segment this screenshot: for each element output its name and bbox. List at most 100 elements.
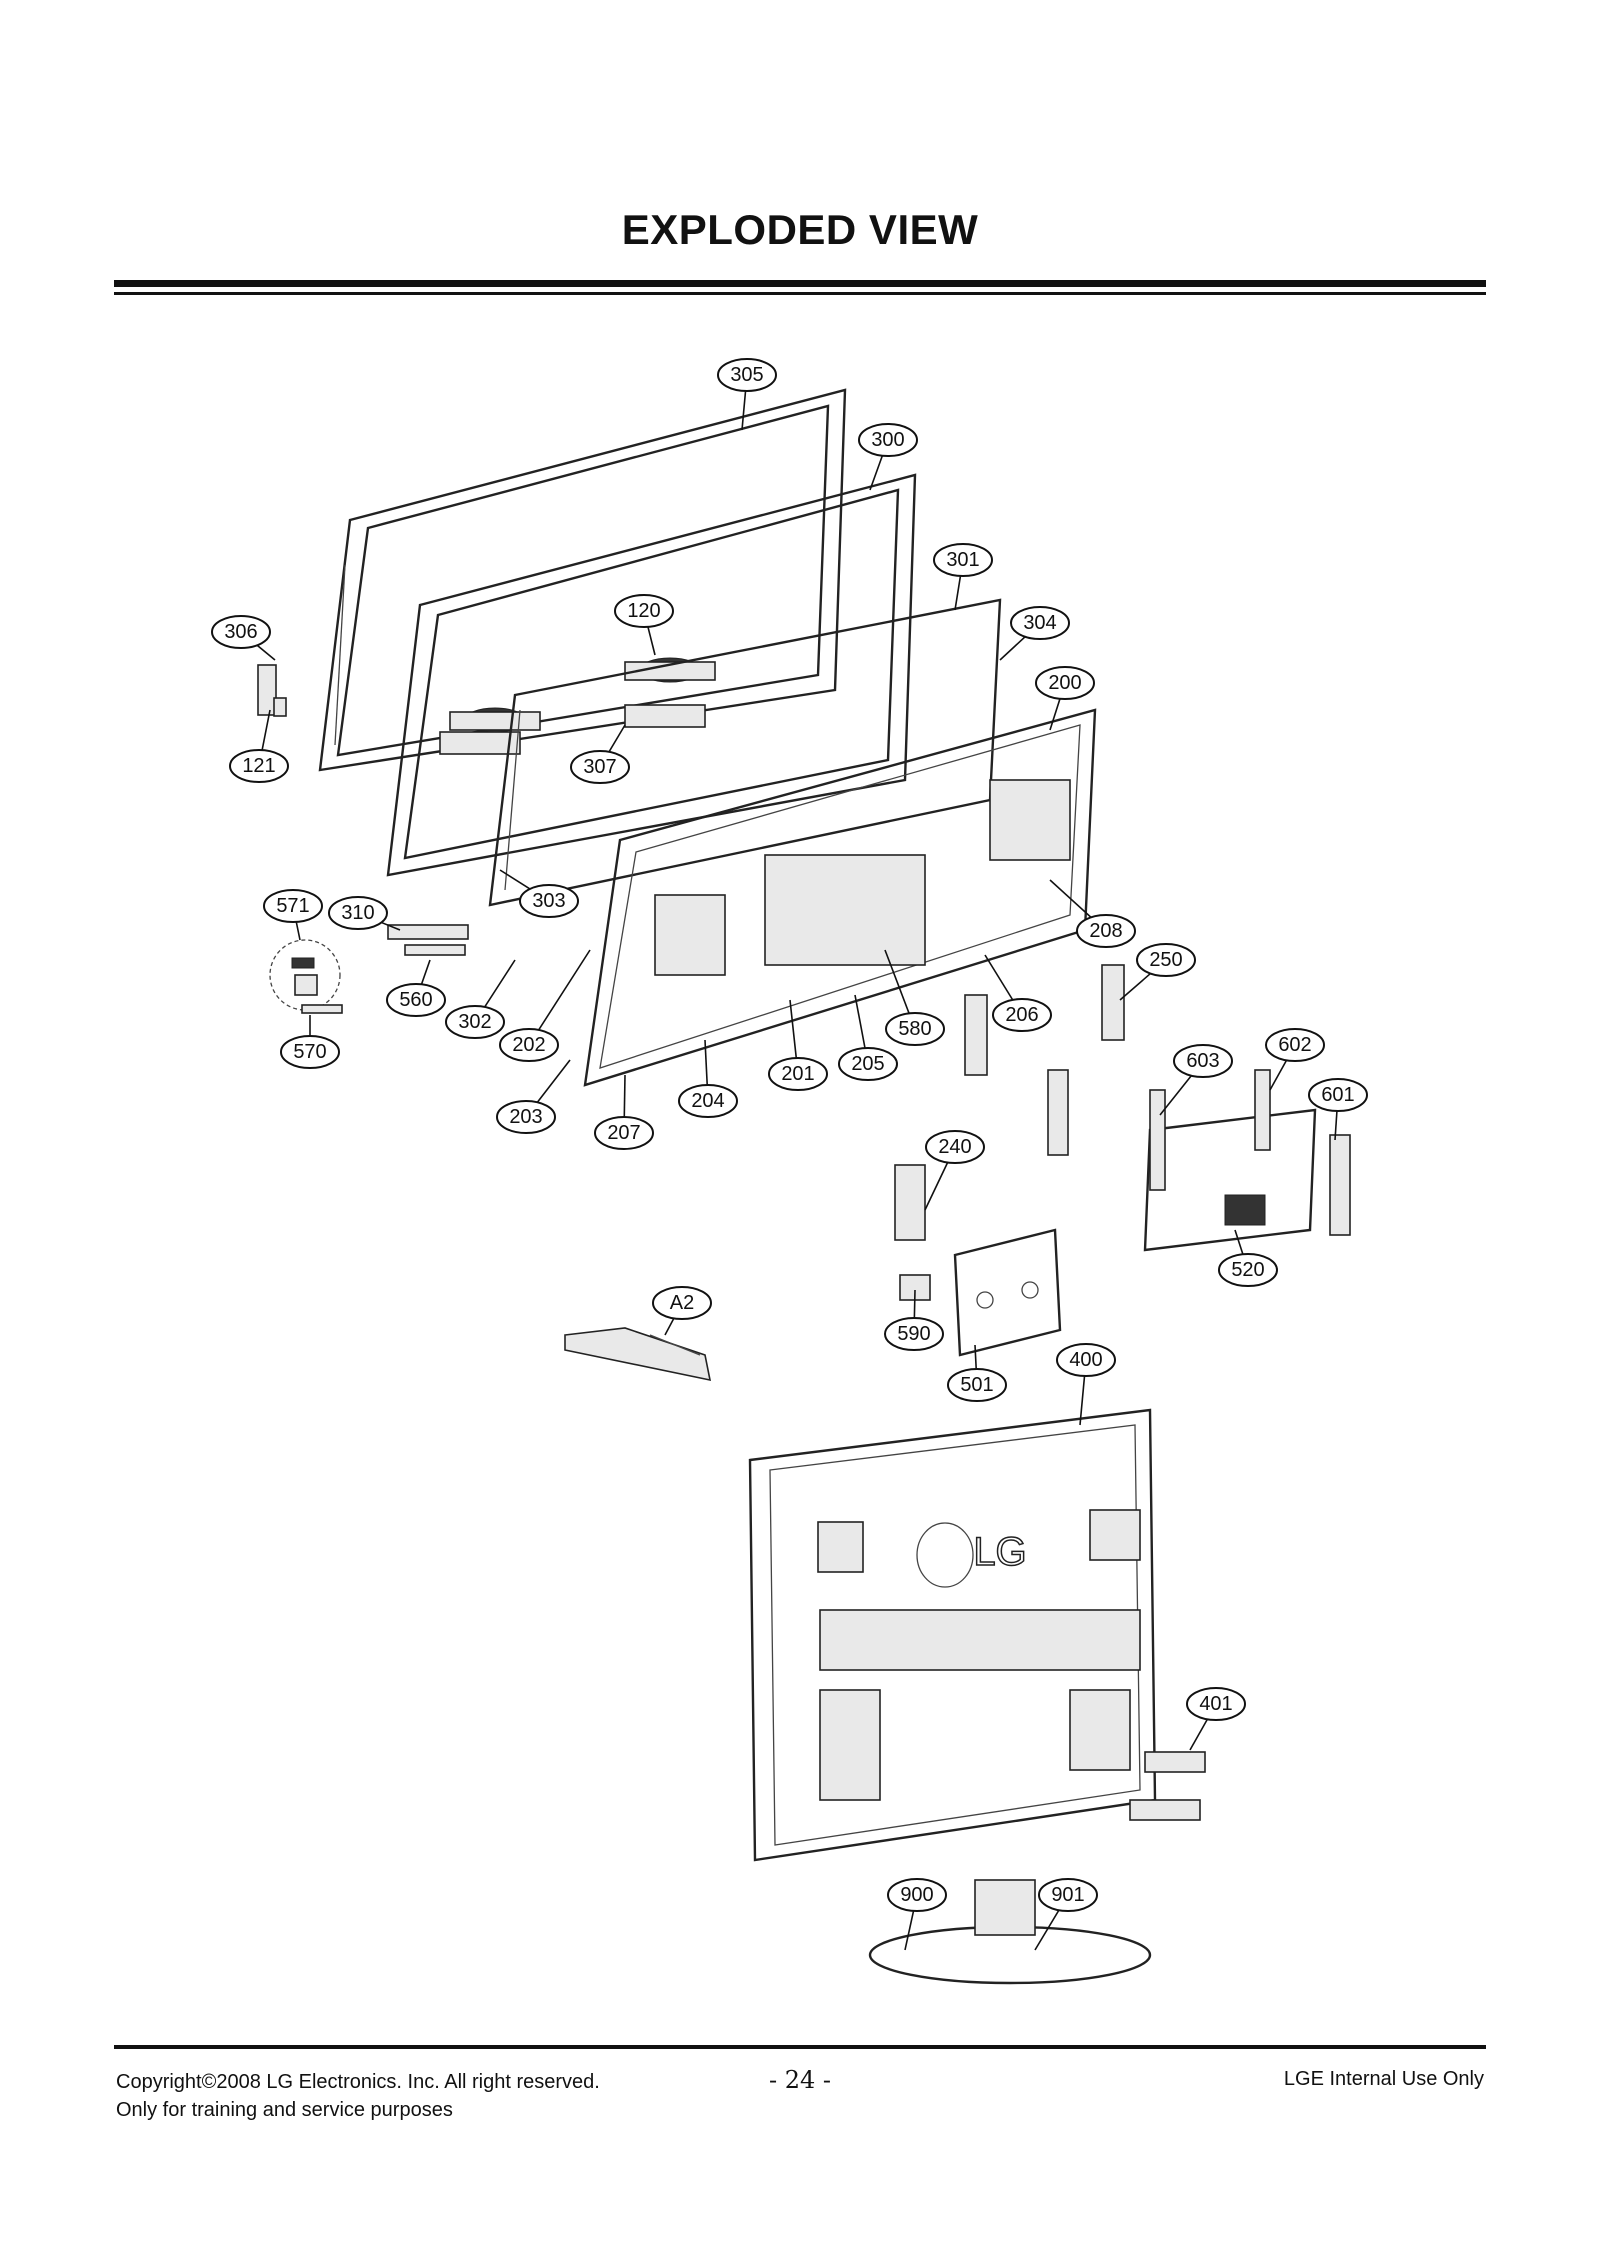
callout-250: 250 [1119,943,1196,1001]
callout-bubble [1056,1343,1116,1377]
front-bezel-part [318,388,847,772]
callout-label: 900 [900,1884,933,1906]
callout-label: 301 [946,549,979,571]
callout-bubble [887,1878,947,1912]
purpose-text: Only for training and service purposes [116,2099,453,2121]
callout-label: 603 [1186,1050,1219,1072]
callout-520: 520 [1218,1229,1278,1287]
callout-bubble [211,615,271,649]
ir-receiver-part [269,939,343,1014]
callout-label: 250 [1149,949,1182,971]
callout-bubble [1218,1253,1278,1287]
callout-bubble [768,1057,828,1091]
callout-bubble [570,750,630,784]
callout-label: A2 [670,1292,694,1314]
callout-bubble [614,594,674,628]
front-frame-part [386,473,917,877]
callout-203: 203 [496,1059,571,1134]
callout-bubble [280,1035,340,1069]
callout-bubble [594,1116,654,1150]
callout-label: 202 [512,1034,545,1056]
callout-bubble [838,1047,898,1081]
bracket-parts [964,964,1125,1156]
callout-bubble [229,749,289,783]
callout-bubble [263,889,323,923]
callout-208: 208 [1049,879,1136,948]
callout-207: 207 [594,1074,654,1150]
callout-bubble [328,896,388,930]
callout-label: 208 [1089,920,1122,942]
callout-label: 205 [851,1053,884,1075]
callout-202: 202 [499,949,591,1062]
rear-cover-part: LG [748,1408,1157,1862]
callout-bubble [1076,914,1136,948]
callout-label: 300 [871,429,904,451]
callout-205: 205 [838,994,898,1081]
callout-label: 520 [1231,1259,1264,1281]
callout-label: 203 [509,1106,542,1128]
callout-label: 200 [1048,672,1081,694]
callout-bubble [1136,943,1196,977]
callout-label: 602 [1278,1034,1311,1056]
callout-bubble [992,998,1052,1032]
callout-301: 301 [933,543,993,611]
callout-bubble [933,543,993,577]
callout-label: 400 [1069,1349,1102,1371]
callout-bubble [1173,1044,1233,1078]
callout-307: 307 [570,724,630,784]
callout-bubble [947,1368,1007,1402]
callout-bubble [925,1130,985,1164]
callout-306: 306 [211,615,276,661]
callout-bubble [519,884,579,918]
callout-bubble [884,1317,944,1351]
internal-use-text: LGE Internal Use Only [1283,2068,1484,2090]
callout-580: 580 [884,949,945,1046]
callout-400: 400 [1056,1343,1116,1426]
callout-label: 571 [276,895,309,917]
callout-bubble [1308,1078,1368,1112]
callout-501: 501 [947,1344,1007,1402]
callout-label: 240 [938,1136,971,1158]
callout-label: 303 [532,890,565,912]
callout-label: 206 [1005,1004,1038,1026]
speaker-part [449,657,716,733]
callout-label: 560 [399,989,432,1011]
callout-bubble [496,1100,556,1134]
stand-bracket-part [894,1164,926,1241]
remote-control-part [564,1327,712,1382]
control-button-part [387,924,469,956]
callout-label: 306 [224,621,257,643]
callout-label: 590 [897,1323,930,1345]
callout-310: 310 [328,896,401,931]
callout-label: 305 [730,364,763,386]
callout-401: 401 [1186,1687,1246,1751]
footer-left: Copyright©2008 LG Electronics. Inc. All … [116,2068,600,2124]
callout-bubble [885,1012,945,1046]
copyright-text: Copyright©2008 LG Electronics. Inc. All … [116,2071,600,2093]
callout-bubble [652,1286,712,1320]
callout-bubble [1035,666,1095,700]
callout-bubble [1010,606,1070,640]
callout-120: 120 [614,594,674,656]
callout-602: 602 [1265,1028,1325,1091]
callout-200: 200 [1035,666,1095,731]
side-bracket-part [257,664,287,717]
page-title: EXPLODED VIEW [621,206,979,253]
callout-label: 501 [960,1374,993,1396]
main-board-part [1143,1069,1351,1252]
cover-plate-part [1129,1751,1206,1821]
callout-label: 570 [293,1041,326,1063]
callout-bubble [386,983,446,1017]
callout-label: 601 [1321,1084,1354,1106]
callout-label: 121 [242,755,275,777]
lg-logo-text: LG [973,1530,1026,1574]
callout-303: 303 [499,869,579,918]
callout-204: 204 [678,1039,738,1118]
callout-bubble [678,1084,738,1118]
title-rule-thick [114,280,1486,287]
callout-bubble [1265,1028,1325,1062]
stand-base-part [868,1879,1152,1985]
callout-560: 560 [386,959,446,1017]
